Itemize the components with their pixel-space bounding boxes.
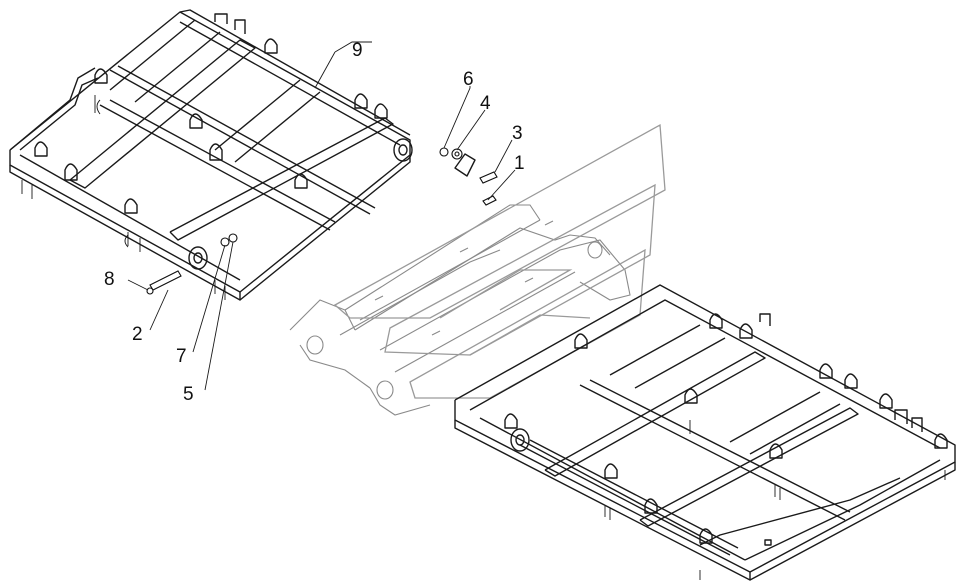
callout-8: 8 [104, 269, 115, 290]
leader-5 [204, 241, 234, 391]
upper-frame [9, 9, 476, 301]
leader-2 [149, 289, 169, 331]
leader-1 [487, 169, 516, 201]
watermark-logo [333, 123, 666, 399]
nut-part-6 [439, 147, 449, 157]
callout-9: 9 [352, 40, 363, 61]
leader-3 [494, 139, 513, 173]
leader-9 [334, 41, 372, 53]
center-section-ghost [289, 204, 631, 416]
pin-part-8 [146, 287, 154, 295]
callout-2: 2 [132, 324, 143, 345]
lower-frame [454, 284, 956, 581]
callout-6: 6 [463, 69, 474, 90]
callout-5: 5 [183, 384, 194, 405]
callout-7: 7 [176, 346, 187, 367]
callout-4: 4 [480, 93, 491, 114]
leader-4 [456, 109, 486, 151]
callout-labels: 9 6 4 3 1 8 2 7 5 [104, 40, 525, 405]
hardware-group [146, 147, 498, 295]
bolt-part-1 [482, 195, 497, 206]
leader-6 [443, 86, 471, 149]
leader-8 [127, 279, 149, 291]
bolt-part-2 [149, 270, 182, 291]
nut-part-5 [228, 233, 238, 243]
callout-1: 1 [514, 153, 525, 174]
callout-3: 3 [512, 123, 523, 144]
bolt-part-3 [479, 171, 498, 184]
leader-lines [127, 41, 516, 391]
washer-part-7 [220, 237, 230, 247]
leader-7 [192, 244, 226, 353]
